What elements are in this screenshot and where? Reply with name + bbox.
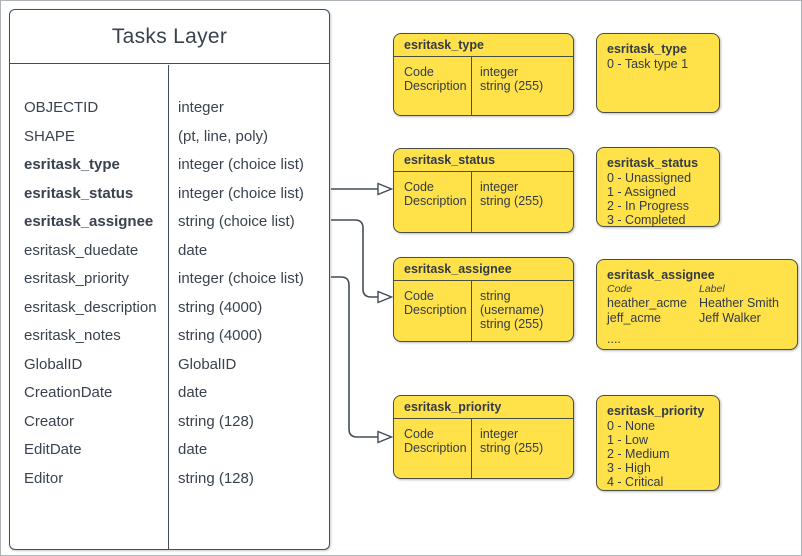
arrowhead-assignee <box>377 290 394 304</box>
values-box-esritask-priority: esritask_priority 0 - None 1 - Low 2 - M… <box>596 395 720 491</box>
connector-assignee <box>331 219 378 298</box>
domain-table-esritask-status: esritask_status Code Description integer… <box>393 148 574 233</box>
field-row-shape: SHAPE(pt, line, poly) <box>24 127 269 145</box>
domain-table-title: esritask_status <box>394 149 573 172</box>
assignee-row: jeff_acme Jeff Walker <box>607 311 761 325</box>
domain-table-esritask-type: esritask_type Code Description integer s… <box>393 33 574 116</box>
domain-table-title: esritask_priority <box>394 396 573 419</box>
domain-table-title: esritask_type <box>394 34 573 57</box>
values-box-esritask-type: esritask_type 0 - Task type 1 <box>596 33 720 113</box>
domain-table-esritask-priority: esritask_priority Code Description integ… <box>393 395 574 479</box>
assignee-row: heather_acme Heather Smith <box>607 296 779 310</box>
values-box-esritask-assignee: esritask_assignee Code Label heather_acm… <box>596 259 798 350</box>
connector-priority <box>331 276 378 438</box>
tasks-layer-title: Tasks Layer <box>10 10 329 64</box>
arrowhead-status <box>377 182 394 196</box>
domain-table-esritask-assignee: esritask_assignee Code Description strin… <box>393 257 574 342</box>
assignee-ellipsis: .... <box>607 332 621 346</box>
domain-table-title: esritask_assignee <box>394 258 573 281</box>
values-box-esritask-status: esritask_status 0 - Unassigned 1 - Assig… <box>596 147 720 227</box>
assignee-column-headers: Code Label <box>607 283 725 295</box>
arrowhead-priority <box>377 430 394 444</box>
